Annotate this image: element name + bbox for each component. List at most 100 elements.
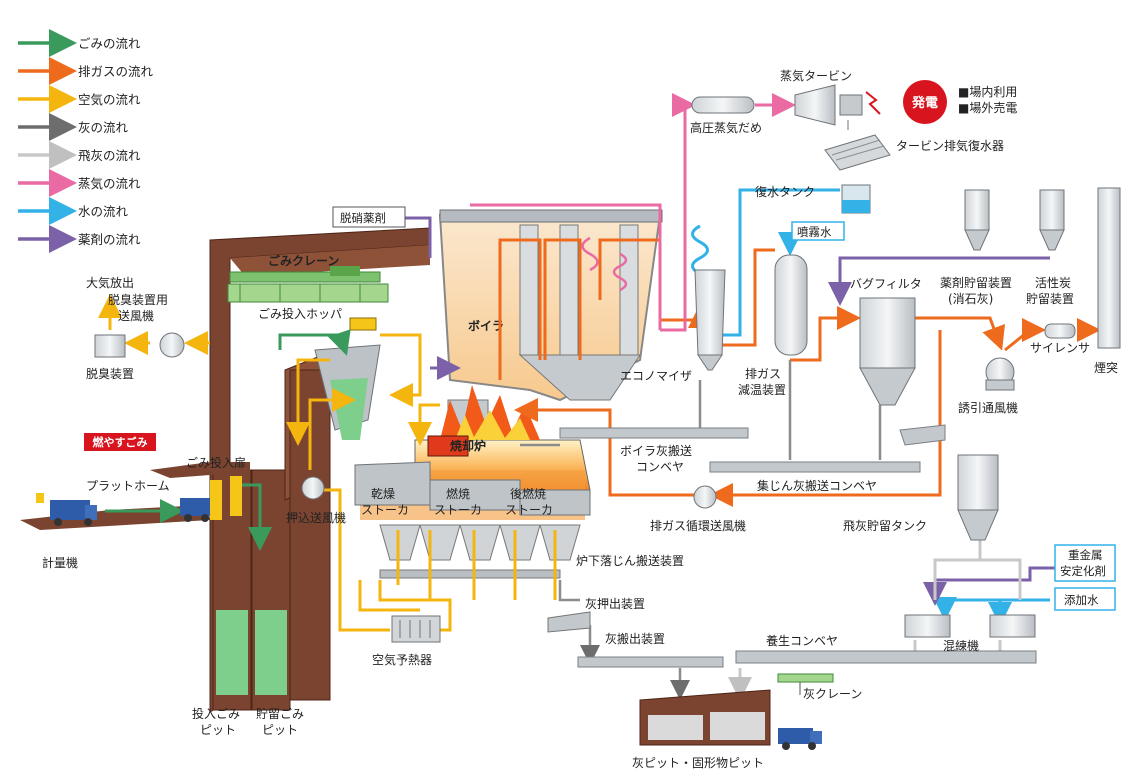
condensate-tank bbox=[841, 184, 871, 214]
conveyors bbox=[559, 424, 1037, 668]
boiler bbox=[438, 209, 663, 431]
economizer-label: エコノマイザ bbox=[620, 369, 692, 383]
legend: ごみの流れ 排ガスの流れ 空気の流れ 灰の流れ 飛灰の流れ 蒸気の流れ 水の流れ bbox=[18, 29, 154, 253]
chem-storage-label-1: 薬剤貯留装置 bbox=[940, 275, 1012, 290]
ash-pit-label: 灰ピット・固形物ピット bbox=[632, 756, 764, 770]
economizer bbox=[694, 269, 726, 371]
power-generation: 発電 bbox=[903, 80, 947, 124]
legend-label: 飛灰の流れ bbox=[78, 148, 141, 163]
deodorizer bbox=[94, 334, 126, 358]
steam-turbine bbox=[794, 84, 881, 126]
legend-item-water: 水の流れ bbox=[18, 197, 129, 225]
input-pit-label-1: 投入ごみ bbox=[192, 706, 240, 721]
drying-stoker-label-1: 乾燥 bbox=[371, 487, 395, 501]
legend-item-air: 空気の流れ bbox=[18, 85, 141, 113]
ash-flow bbox=[520, 360, 882, 700]
post-stoker-label-1: 後燃焼 bbox=[510, 486, 546, 501]
ash-crane bbox=[777, 673, 834, 695]
fly-ash-tank bbox=[957, 454, 999, 541]
bag-filter-label: バグフィルタ bbox=[850, 277, 922, 291]
ash-extruder bbox=[547, 611, 591, 633]
fly-ash-flow bbox=[728, 540, 1022, 701]
legend-item-steam: 蒸気の流れ bbox=[18, 169, 141, 197]
gas-cooling-tower bbox=[774, 254, 808, 356]
turbine-condenser-label: タービン排気復水器 bbox=[896, 138, 1004, 153]
refuse-crane-label: ごみクレーン bbox=[268, 253, 339, 268]
drying-stoker-label-2: ストーカ bbox=[361, 503, 409, 517]
air-flow bbox=[286, 333, 557, 632]
gas-recirc-fan-label: 排ガス循環送風機 bbox=[650, 518, 746, 533]
deodor-air-flow bbox=[98, 294, 210, 355]
id-fan-label: 誘引通風機 bbox=[958, 400, 1018, 415]
legend-label: 薬剤の流れ bbox=[78, 232, 141, 247]
denox-agent-box: 脱硝薬剤 bbox=[332, 206, 406, 228]
stack bbox=[1097, 187, 1121, 349]
ash-discharge-label: 灰搬出装置 bbox=[605, 631, 665, 646]
heavy-metal-label-2: 安定化剤 bbox=[1060, 564, 1106, 578]
legend-label: 排ガスの流れ bbox=[78, 64, 154, 79]
exhaust-gas-flow bbox=[498, 238, 1101, 507]
boiler-ash-conveyor-label-2: コンベヤ bbox=[636, 460, 684, 474]
gas-cooling-label-1: 排ガス bbox=[745, 367, 781, 381]
added-water-box: 添加水 bbox=[1054, 587, 1116, 611]
refuse-hopper-label: ごみ投入ホッパ bbox=[258, 306, 342, 321]
weighbridge-label: 計量機 bbox=[42, 555, 78, 570]
denox-agent-label: 脱硝薬剤 bbox=[340, 211, 386, 225]
heavy-metal-label-1: 重金属 bbox=[1068, 548, 1103, 562]
forced-fan-label: 押込送風機 bbox=[286, 510, 346, 525]
hp-steam-header-label: 高圧蒸気だめ bbox=[690, 120, 762, 135]
chem-storage-silo bbox=[964, 189, 990, 251]
dust-conveyor-label: 集じん灰搬送コンベヤ bbox=[757, 478, 877, 493]
turbine-condenser bbox=[824, 120, 891, 171]
storage-pit-label-2: ピット bbox=[262, 723, 298, 737]
combustion-stoker-label-2: ストーカ bbox=[434, 503, 482, 517]
air-preheater bbox=[391, 615, 441, 643]
ac-storage-label-1: 活性炭 bbox=[1035, 276, 1071, 290]
steam-flow bbox=[470, 93, 796, 332]
storage-pit-label-1: 貯留ごみ bbox=[256, 706, 304, 721]
combustion-stoker-label-1: 燃焼 bbox=[446, 486, 470, 501]
water-spray-label: 噴霧水 bbox=[797, 225, 832, 239]
platform-label: プラットホーム bbox=[86, 479, 170, 493]
ac-storage-label-2: 貯留装置 bbox=[1026, 292, 1074, 306]
burnable-refuse-label: 燃やすごみ bbox=[92, 435, 148, 449]
gas-cooling-label-2: 減温装置 bbox=[738, 382, 786, 397]
heavy-metal-box: 重金属 安定化剤 bbox=[1054, 544, 1116, 582]
deodor-fan-label-1: 脱臭装置用 bbox=[108, 292, 168, 307]
legend-label: 蒸気の流れ bbox=[78, 176, 141, 191]
air-preheater-label: 空気予熱器 bbox=[372, 652, 432, 667]
burnable-refuse-badge: 燃やすごみ bbox=[84, 433, 156, 451]
kneader-label: 混練機 bbox=[943, 638, 979, 653]
input-pit-label-2: ピット bbox=[200, 723, 236, 737]
ash-crane-label: 灰クレーン bbox=[803, 687, 862, 701]
boiler-label: ボイラ bbox=[468, 318, 504, 333]
bag-filter bbox=[859, 297, 916, 406]
deodor-fan-label-2: 送風機 bbox=[118, 308, 154, 323]
deodor-fan bbox=[159, 332, 185, 358]
ash-pit bbox=[639, 689, 771, 746]
ash-discharge-conveyor bbox=[577, 656, 724, 668]
legend-item-chemical: 薬剤の流れ bbox=[18, 225, 141, 253]
refuse-truck-platform bbox=[180, 476, 242, 522]
legend-label: 水の流れ bbox=[78, 204, 129, 219]
steam-turbine-label: 蒸気タービン bbox=[780, 68, 852, 83]
dust-conveyor bbox=[709, 461, 921, 473]
hp-steam-header bbox=[691, 96, 755, 114]
stoker-hoppers bbox=[379, 524, 581, 561]
siftings-conveyor-label: 炉下落じん搬送装置 bbox=[576, 553, 684, 568]
deodorizer-label: 脱臭装置 bbox=[86, 366, 134, 381]
boiler-ash-conveyor-label-1: ボイラ灰搬送 bbox=[620, 443, 692, 458]
silencer-label: サイレンサ bbox=[1030, 341, 1090, 355]
ash-truck bbox=[778, 728, 822, 750]
legend-item-ash: 灰の流れ bbox=[18, 113, 129, 141]
legend-item-fly-ash: 飛灰の流れ bbox=[18, 141, 141, 169]
legend-label: 空気の流れ bbox=[78, 92, 141, 107]
legend-item-exhaust-gas: 排ガスの流れ bbox=[18, 57, 154, 85]
silencer bbox=[1044, 323, 1076, 339]
refuse-crane bbox=[227, 266, 389, 303]
kneaders bbox=[904, 614, 1036, 638]
refuse-door-label: ごみ投入扉 bbox=[186, 455, 246, 470]
boiler-ash-conveyor bbox=[559, 427, 749, 439]
condensate-tank-label: 復水タンク bbox=[755, 184, 815, 199]
